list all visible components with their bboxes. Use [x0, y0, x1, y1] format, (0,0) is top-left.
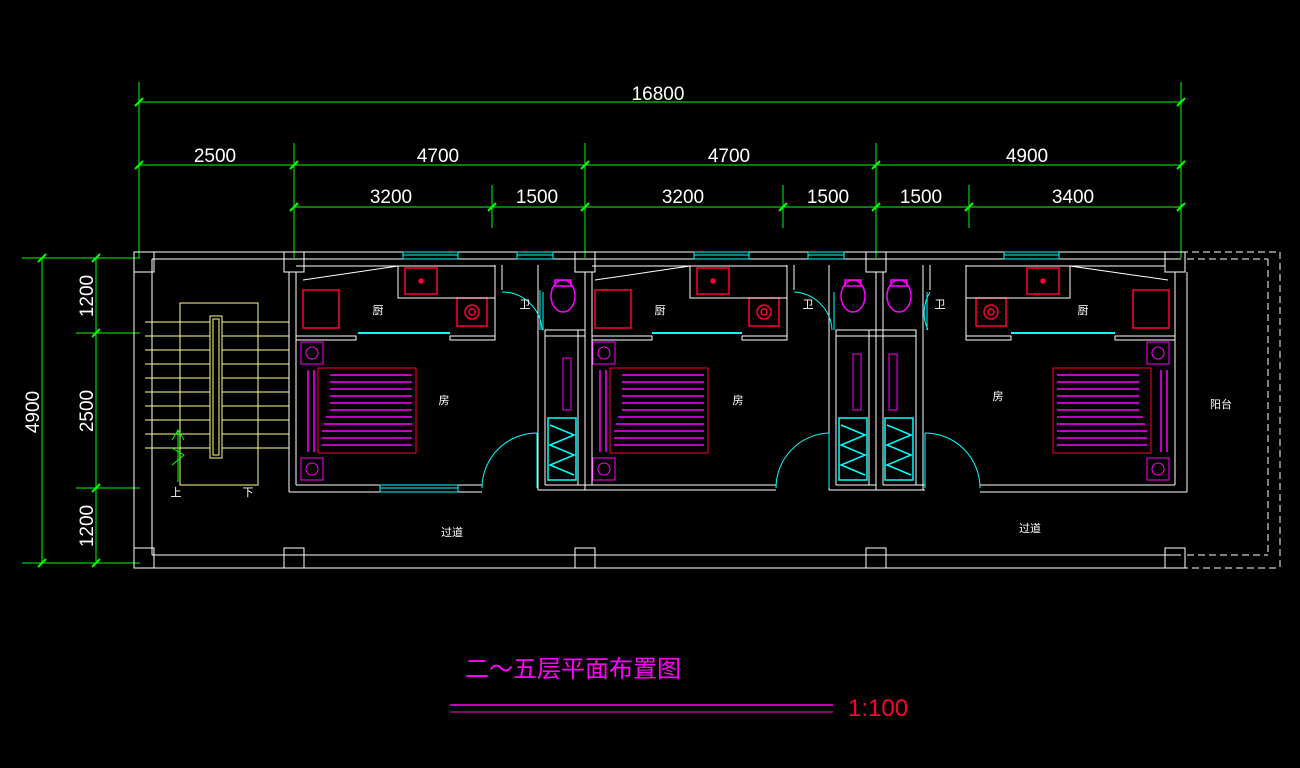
label-balcony: 阳台: [1210, 397, 1232, 411]
dim-vertical-1: 1200: [77, 275, 98, 317]
toilets: [550, 279, 912, 313]
drawing-title: 二～五层平面布置图: [465, 655, 681, 683]
nightstands: [300, 341, 1170, 481]
windows: [358, 251, 1115, 493]
dim-segment-4: 4900: [1006, 146, 1048, 167]
interior-walls: [288, 265, 1188, 493]
dim-segment-3: 4700: [708, 146, 750, 167]
label-corridor-2: 过道: [1019, 521, 1041, 535]
dim-sub-2: 1500: [516, 187, 558, 208]
columns: [133, 251, 1186, 569]
label-kitchen-3: 厨: [1078, 304, 1089, 317]
label-corridor-1: 过道: [441, 525, 463, 539]
label-bathroom-2: 卫: [803, 298, 814, 311]
dim-segment-1: 2500: [194, 146, 236, 167]
dim-vertical-2: 2500: [77, 390, 98, 432]
label-kitchen-2: 厨: [655, 304, 666, 317]
dim-sub-1: 3200: [370, 187, 412, 208]
dim-segment-2: 4700: [417, 146, 459, 167]
label-kitchen-1: 厨: [373, 304, 384, 317]
balcony-railing: [1181, 251, 1281, 569]
bed-covers: [307, 370, 1168, 452]
dimension-lines: [22, 82, 1182, 564]
label-room-2: 房: [733, 394, 744, 407]
dim-sub-6: 3400: [1052, 187, 1094, 208]
dim-sub-4: 1500: [807, 187, 849, 208]
drawing-scale: 1:100: [848, 695, 908, 722]
label-room-1: 房: [439, 394, 450, 407]
door-swings: [481, 290, 981, 489]
dimension-ticks: [37, 97, 1186, 568]
beds: [317, 367, 1152, 454]
label-bathroom-3: 卫: [935, 298, 946, 311]
label-stair-down: 下: [243, 486, 254, 499]
staircase: [145, 302, 289, 486]
label-stair-up: 上: [171, 486, 182, 499]
label-bathroom-1: 卫: [520, 298, 531, 311]
dim-overall: 16800: [632, 84, 685, 105]
stair-direction-arrow: [171, 429, 185, 482]
wardrobes: [547, 417, 914, 481]
dim-vertical-3: 1200: [77, 505, 98, 547]
dim-sub-3: 3200: [662, 187, 704, 208]
kitchen-counters: [296, 265, 1169, 299]
dim-vertical-overall: 4900: [23, 391, 44, 433]
dim-sub-5: 1500: [900, 187, 942, 208]
label-room-3: 房: [993, 390, 1004, 403]
